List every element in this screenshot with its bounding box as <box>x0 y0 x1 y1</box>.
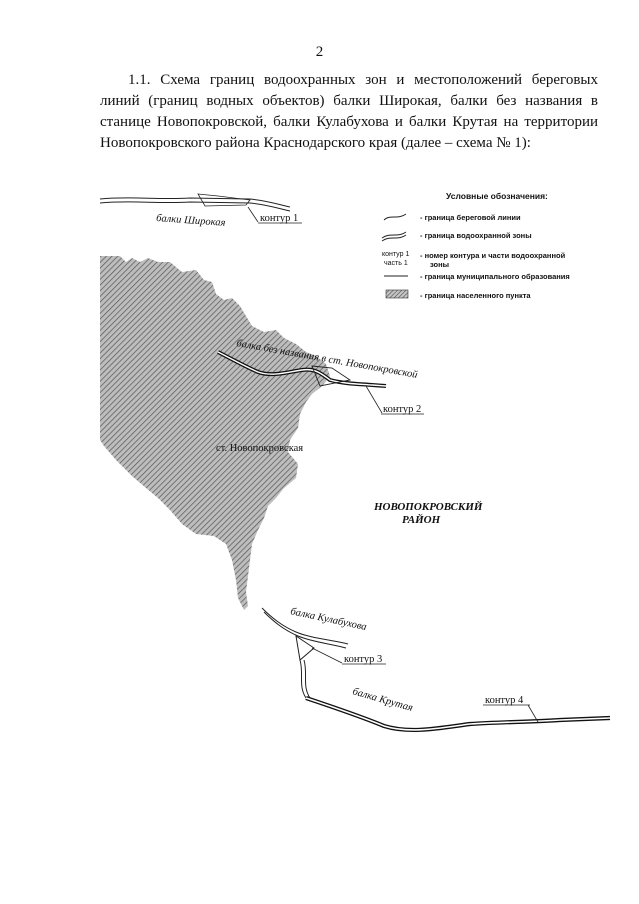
label-balka-shirokaya: балки Широкая <box>156 213 226 229</box>
shoreline-line-icon <box>383 213 407 221</box>
label-balka-kulabukhova: балка Кулабухова <box>289 606 367 633</box>
legend-item-contour-number-line2: зоны <box>430 260 449 269</box>
contour-3-leader <box>311 647 343 664</box>
settlement-area <box>100 256 330 610</box>
contour-2-leader <box>365 385 383 414</box>
label-settlement: ст. Новопокровская <box>216 443 303 454</box>
legend-item-water-zone: - граница водоохранной зоны <box>420 231 532 240</box>
settlement-border-icon <box>385 289 409 299</box>
contour-1-leader <box>247 206 259 223</box>
label-contour-1: контур 1 <box>260 213 298 224</box>
balka-krutaya-river <box>305 696 611 733</box>
legend-sample-part: часть 1 <box>384 260 408 267</box>
contour-4-leader <box>527 704 539 723</box>
balka-kulabukhova-river <box>261 607 349 699</box>
label-contour-4: контур 4 <box>485 695 524 706</box>
intro-paragraph: 1.1. Схема границ водоохранных зон и мес… <box>100 72 598 151</box>
page-number: 2 <box>315 44 324 60</box>
legend-item-shoreline: - граница береговой линии <box>420 213 521 222</box>
legend-item-municipal-border: - граница муниципального образования <box>420 272 570 281</box>
balka-bez-nazvaniya-river <box>217 350 387 388</box>
legend-title: Условные обозначения: <box>446 191 548 201</box>
label-district-line2: РАЙОН <box>402 514 441 526</box>
map-legend: Условные обозначения: - граница берегово… <box>381 191 570 300</box>
legend-item-settlement-border: - граница населенного пункта <box>420 291 531 300</box>
legend-item-contour-number: - номер контура и части водоохранной <box>420 251 566 260</box>
contour-number-icon: контур 1 часть 1 <box>382 251 409 267</box>
balka-shirokaya-river <box>99 193 291 212</box>
label-balka-krutaya: балка Крутая <box>351 686 414 714</box>
label-contour-3: контур 3 <box>344 654 382 665</box>
label-contour-2: контур 2 <box>383 404 421 415</box>
legend-sample-contour: контур 1 <box>382 251 409 258</box>
label-district-line1: НОВОПОКРОВСКИЙ <box>373 501 483 513</box>
water-zone-line-icon <box>381 231 407 242</box>
